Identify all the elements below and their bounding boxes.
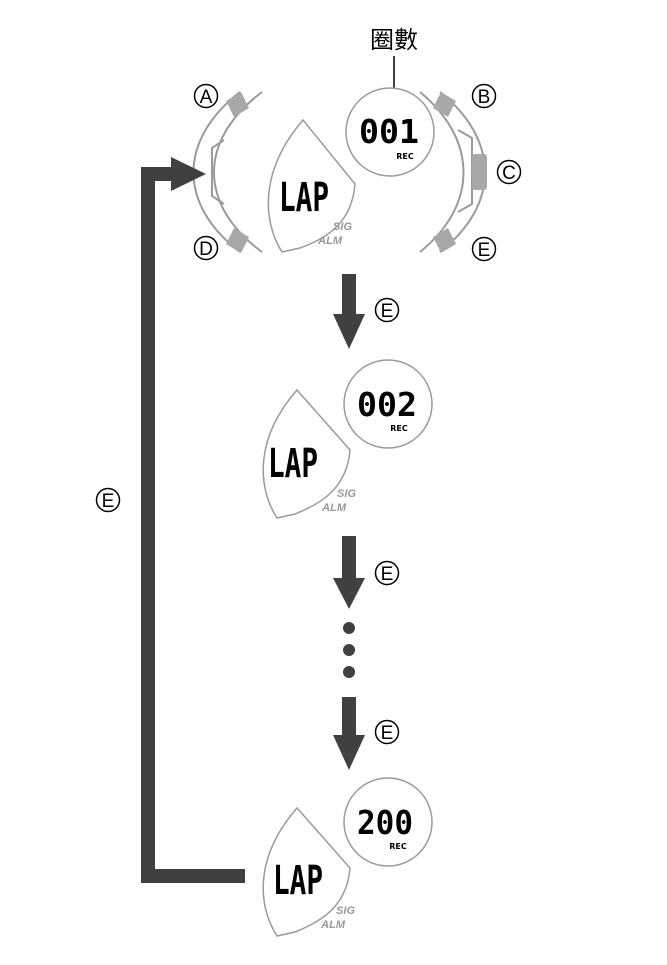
mode-text-2: LAP [268, 441, 318, 487]
mode-panel-2 [262, 388, 351, 519]
press-label-3: E [374, 719, 400, 745]
indicator-sig-1: SIG [333, 221, 352, 233]
indicator-alm-1: ALM [317, 235, 343, 247]
button-e-shape [433, 228, 456, 253]
button-e-label: E [471, 236, 497, 262]
button-e-letter: E [478, 240, 491, 261]
mode-panel-3 [262, 806, 351, 937]
watch-buttons [226, 92, 487, 253]
indicator-alm-2: ALM [321, 502, 347, 514]
down-arrow-2 [333, 536, 365, 609]
mode-text-3: LAP [273, 858, 323, 904]
indicator-alm-3: ALM [320, 919, 346, 931]
mode-text-1: LAP [279, 175, 329, 221]
button-b-label: B [471, 83, 497, 109]
button-labels: A B C D E [193, 83, 522, 262]
screen-3: LAP SIG ALM 200 REC [262, 777, 433, 937]
press-label-1: E [374, 297, 400, 323]
button-b-shape [433, 92, 456, 117]
button-c-shape [472, 154, 487, 190]
button-a-shape [226, 92, 249, 117]
rec-label-2: REC [390, 424, 408, 433]
button-a-letter: A [200, 87, 213, 108]
counter-circle-2 [343, 359, 433, 449]
down-arrow-3 [333, 697, 365, 770]
button-b-letter: B [478, 87, 491, 108]
ellipsis-dots [343, 622, 355, 678]
button-a-label: A [193, 83, 219, 109]
rec-label-1: REC [396, 152, 414, 161]
callout: 圈數 [370, 26, 418, 96]
button-c-label: C [496, 159, 522, 185]
button-d-label: D [193, 235, 219, 261]
button-d-shape [226, 228, 249, 253]
screen-2: LAP SIG ALM 002 REC [262, 359, 433, 519]
button-c-letter: C [502, 163, 516, 184]
counter-circle-1 [345, 87, 435, 177]
return-loop-arrow [141, 157, 245, 883]
counter-circle-3 [343, 777, 433, 867]
screen-1: LAP SIG ALM 001 REC [267, 87, 435, 253]
case-left-lug [211, 139, 225, 205]
lap-count-3: 200 [357, 803, 413, 842]
indicator-sig-2: SIG [337, 488, 356, 500]
down-arrow-1 [333, 274, 365, 349]
press-letter-2: E [381, 564, 394, 585]
button-d-letter: D [199, 239, 213, 260]
press-label-2: E [374, 560, 400, 586]
indicator-sig-3: SIG [336, 905, 355, 917]
case-left-inner [213, 91, 263, 253]
rec-label-3: REC [389, 842, 407, 851]
press-letter-1: E [381, 301, 394, 322]
loop-label: E [95, 487, 121, 513]
case-right-lug [457, 129, 473, 213]
mode-panel-1 [267, 118, 356, 253]
loop-letter: E [102, 491, 115, 512]
press-letter-3: E [381, 723, 394, 744]
lap-count-2: 002 [357, 385, 417, 424]
callout-label: 圈數 [370, 26, 418, 54]
lap-count-1: 001 [359, 112, 419, 151]
